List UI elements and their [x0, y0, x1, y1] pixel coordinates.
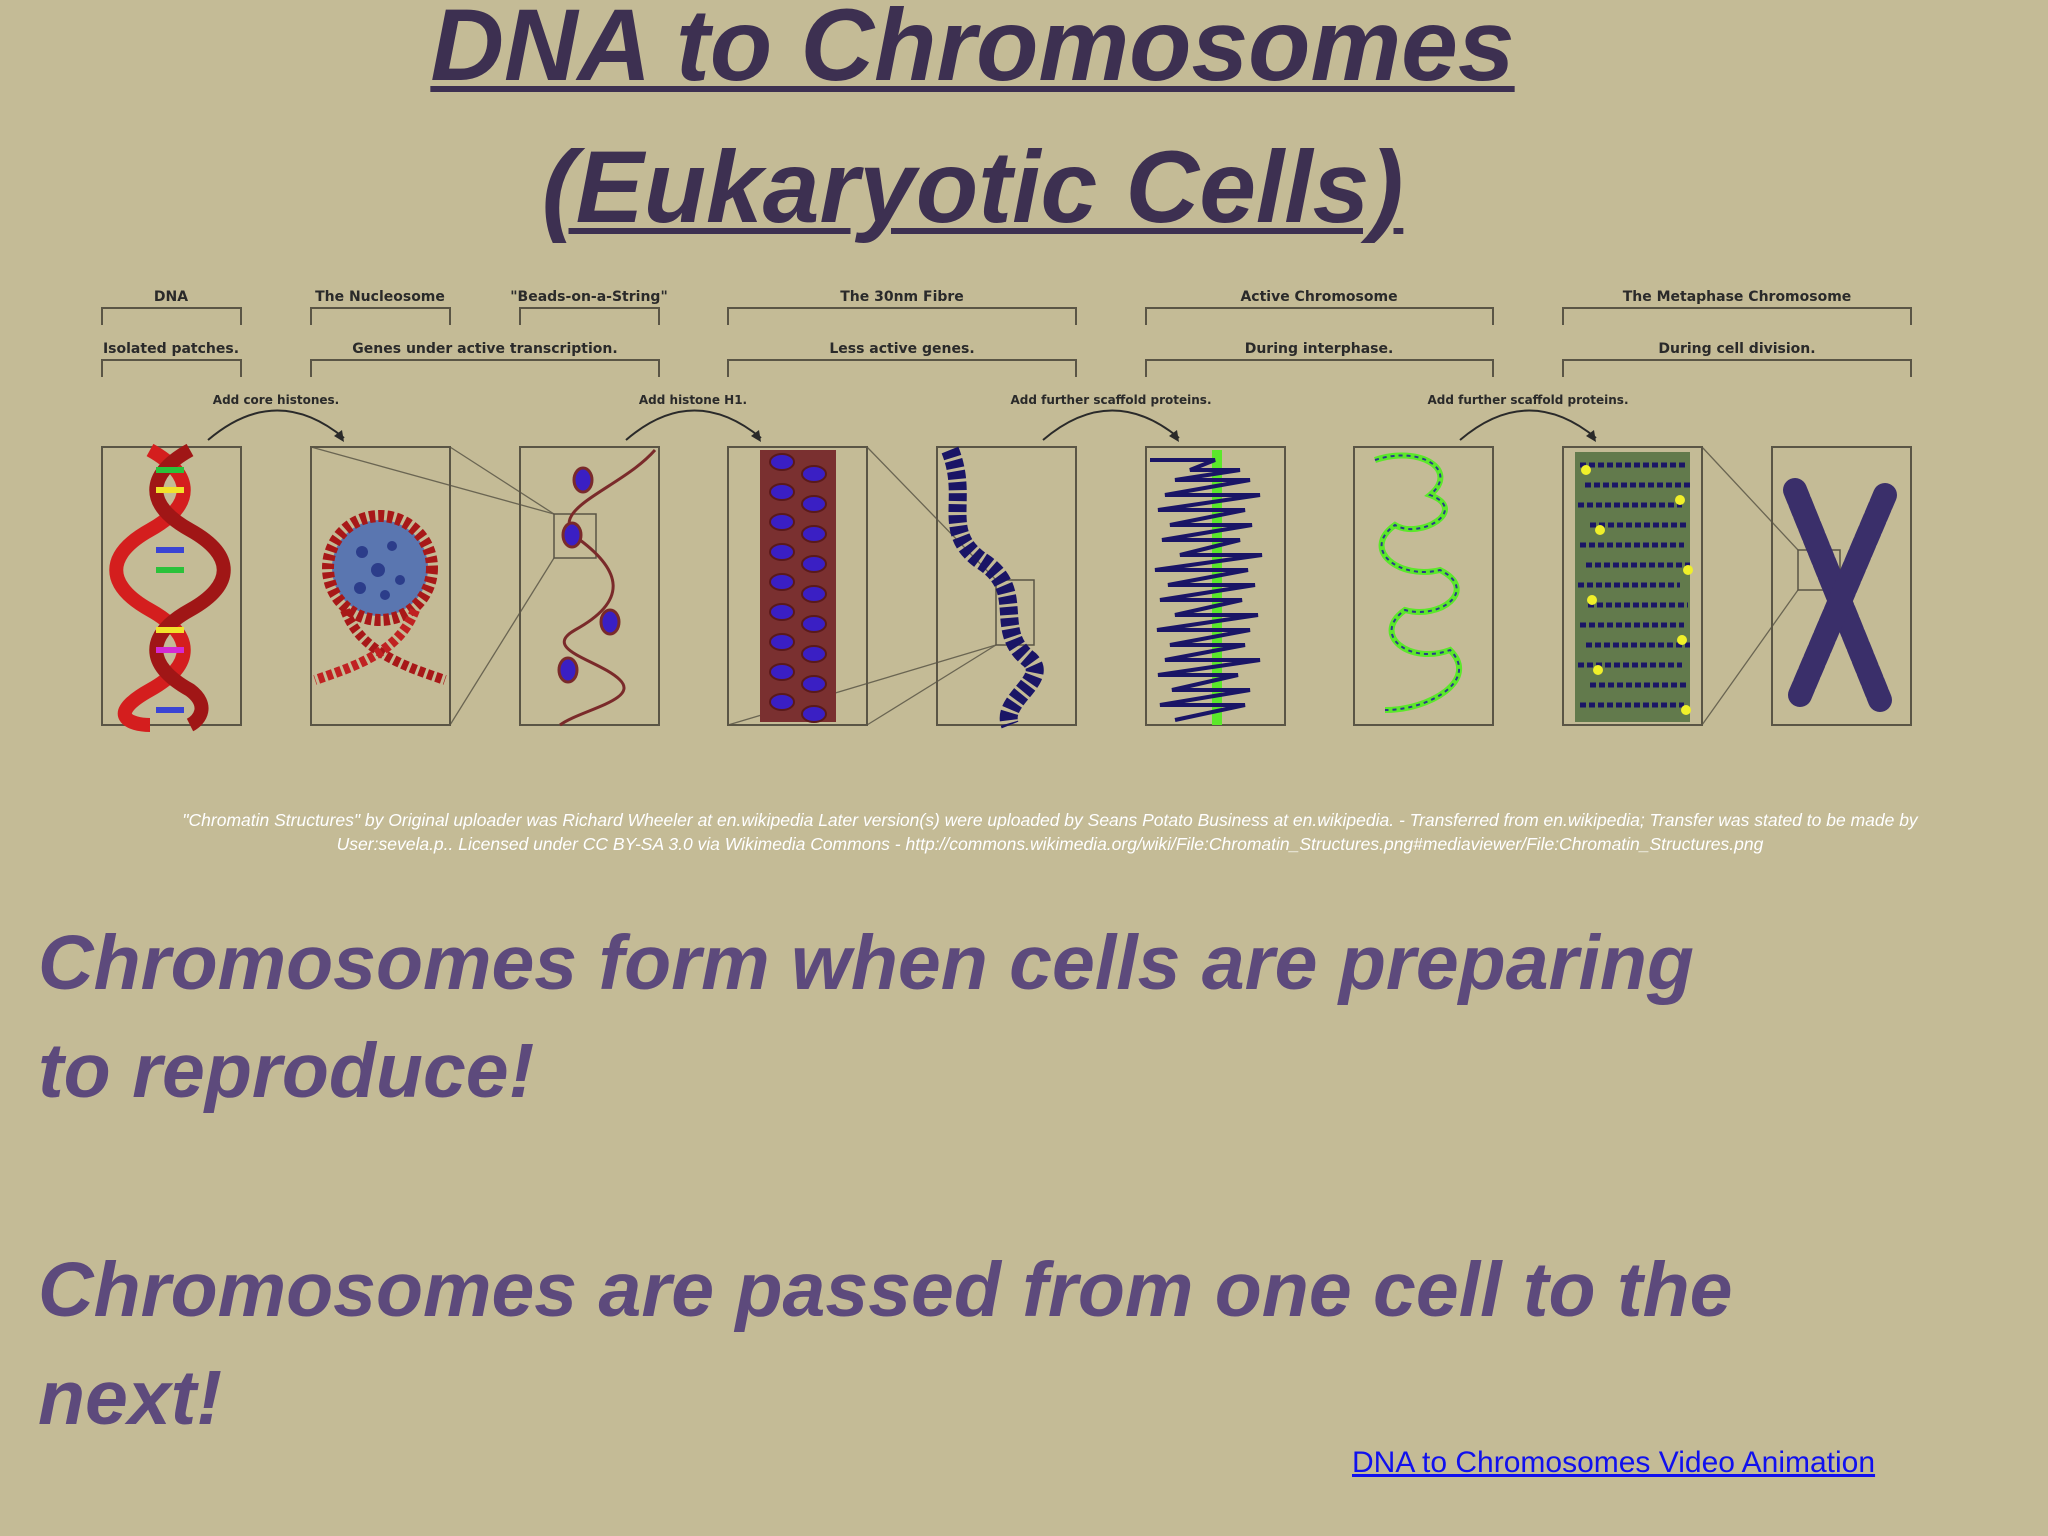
statement-chromosomes-form: Chromosomes form when cells are preparin… [38, 920, 1694, 1114]
step-labels: Add core histones. Add histone H1. Add f… [213, 393, 1629, 407]
panel-30nm-fibre [760, 450, 836, 723]
step-histone-h1: Add histone H1. [639, 393, 747, 407]
sublabel-interphase: During interphase. [1245, 341, 1394, 357]
label-beads-on-string: "Beads-on-a-String" [510, 289, 668, 305]
sublabel-active-transcription: Genes under active transcription. [352, 341, 617, 357]
zoom-lines [310, 446, 1799, 726]
panel-scaffold-loops [1150, 450, 1263, 725]
top-labels: DNA The Nucleosome "Beads-on-a-String" T… [154, 289, 1851, 305]
panel-coiled-fibre [941, 446, 1044, 729]
sub-labels: Isolated patches. Genes under active tra… [103, 341, 1816, 357]
sublabel-cell-division: During cell division. [1658, 341, 1815, 357]
panel-nucleosome [313, 510, 447, 685]
sublabel-less-active: Less active genes. [829, 341, 974, 357]
panel-dna-helix [109, 443, 231, 732]
title-line-1: DNA to Chromosomes [430, 0, 1515, 102]
title-line-2: (Eukaryotic Cells) [541, 130, 1404, 244]
panel-scaffold-dense [1575, 452, 1693, 722]
video-animation-link[interactable]: DNA to Chromosomes Video Animation [1352, 1446, 1876, 1479]
arrow-heads [334, 430, 1596, 442]
step-arrows [207, 409, 1597, 441]
step-scaffold-2: Add further scaffold proteins. [1427, 393, 1628, 407]
step-core-histones: Add core histones. [213, 393, 339, 407]
statement-chromosomes-passed: Chromosomes are passed from one cell to … [38, 1247, 1733, 1441]
top-brackets [101, 307, 1912, 325]
step-scaffold-1: Add further scaffold proteins. [1010, 393, 1211, 407]
label-dna: DNA [154, 289, 188, 305]
panel-metaphase-chromosome [1783, 478, 1897, 712]
sub-brackets [101, 359, 1912, 377]
label-nucleosome: The Nucleosome [315, 289, 445, 305]
image-credit: "Chromatin Structures" by Original uploa… [182, 810, 1918, 854]
panel-beads-on-string [557, 449, 657, 727]
chromatin-structures-diagram: DNA The Nucleosome "Beads-on-a-String" T… [101, 289, 1912, 732]
sublabel-isolated-patches: Isolated patches. [103, 341, 239, 357]
panel-active-chromosome [1374, 452, 1463, 713]
label-active-chromosome: Active Chromosome [1240, 289, 1397, 305]
label-30nm-fibre: The 30nm Fibre [840, 289, 964, 305]
label-metaphase-chromosome: The Metaphase Chromosome [1623, 289, 1852, 305]
